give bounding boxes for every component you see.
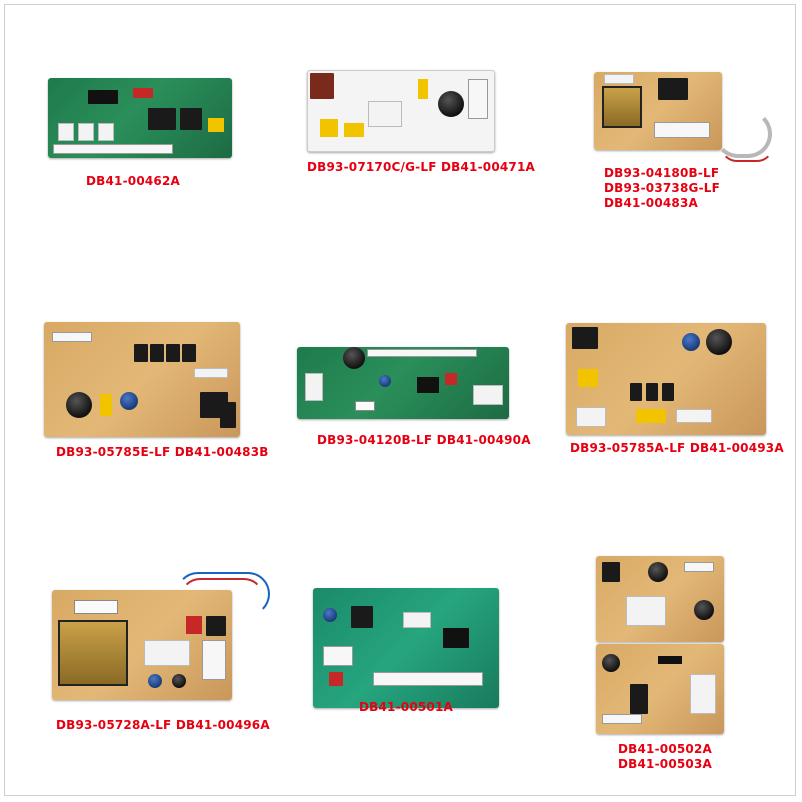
product-card-1[interactable]: DB41-00462A xyxy=(0,0,267,267)
cable-wires xyxy=(176,572,270,616)
grid-frame xyxy=(4,4,796,796)
product-card-9[interactable]: DB41-00502A DB41-00503A xyxy=(534,534,802,802)
pcb-image xyxy=(566,323,766,435)
pcb-image xyxy=(48,78,232,158)
product-model-label: DB41-00462A xyxy=(86,174,181,188)
product-card-8[interactable]: DB41-00501A xyxy=(267,534,534,802)
product-model-label: DB93-05785A-LF DB41-00493A xyxy=(570,441,784,455)
product-model-label: DB41-00501A xyxy=(359,700,454,714)
product-card-2[interactable]: DB93-07170C/G-LF DB41-00471A xyxy=(267,0,535,267)
pcb-image xyxy=(297,347,509,419)
product-card-5[interactable]: DB93-04120B-LF DB41-00490A xyxy=(267,267,534,534)
product-model-label: DB41-00502A DB41-00503A xyxy=(618,742,713,771)
pcb-image xyxy=(313,588,499,708)
product-card-7[interactable]: DB93-05728A-LF DB41-00496A xyxy=(0,534,270,802)
pcb-image-secondary xyxy=(596,644,724,734)
pcb-image xyxy=(307,70,495,152)
product-model-label: DB93-05785E-LF DB41-00483B xyxy=(56,445,269,459)
pcb-image xyxy=(44,322,240,437)
product-model-label: DB93-07170C/G-LF DB41-00471A xyxy=(307,160,535,174)
product-model-label: DB93-05728A-LF DB41-00496A xyxy=(56,718,270,732)
product-model-label: DB93-04120B-LF DB41-00490A xyxy=(317,433,531,447)
product-card-3[interactable]: DB93-04180B-LF DB93-03738G-LF DB41-00483… xyxy=(534,0,802,267)
pcb-image xyxy=(596,556,724,642)
pcb-image xyxy=(594,72,722,150)
product-card-4[interactable]: DB93-05785E-LF DB41-00483B xyxy=(0,267,269,534)
product-card-6[interactable]: DB93-05785A-LF DB41-00493A xyxy=(534,267,802,534)
product-model-label: DB93-04180B-LF DB93-03738G-LF DB41-00483… xyxy=(604,166,721,210)
